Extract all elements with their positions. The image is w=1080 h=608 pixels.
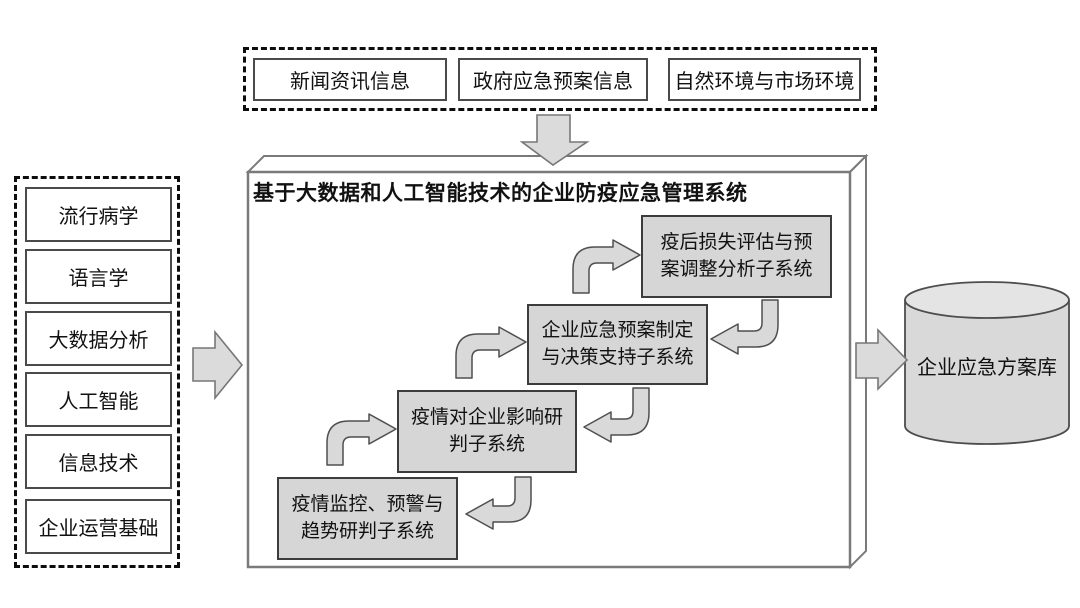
discipline-operations-label: 企业运营基础: [38, 518, 159, 540]
subsystem-plan-label: 企业应急预案制定与决策支持子系统: [541, 319, 694, 368]
step-down-arrow-to-impact: [583, 387, 650, 443]
database-cylinder: [904, 281, 1070, 445]
external-inputs-panel: [243, 47, 877, 111]
step-up-arrow-to-assessment: [572, 239, 641, 294]
input-box-news: 新闻资讯信息: [253, 58, 447, 101]
left-input-right-arrow: [192, 329, 244, 401]
discipline-box-bigdata: 大数据分析: [25, 311, 172, 366]
discipline-epidemiology-label: 流行病学: [58, 206, 139, 228]
input-box-environment: 自然环境与市场环境: [668, 58, 861, 101]
discipline-box-ai: 人工智能: [25, 372, 172, 427]
step-down-arrow-to-monitoring: [465, 476, 532, 530]
discipline-linguistics-label: 语言学: [68, 268, 129, 290]
input-box-news-label: 新闻资讯信息: [290, 71, 410, 93]
input-box-government-plan-label: 政府应急预案信息: [473, 71, 633, 93]
subsystem-impact-box: 疫情对企业影响研判子系统: [397, 390, 577, 473]
subsystem-assessment-box: 疫后损失评估与预案调整分析子系统: [641, 215, 832, 298]
top-input-down-arrow: [519, 114, 590, 166]
database-label: 企业应急方案库: [917, 356, 1057, 379]
subsystem-plan-box: 企业应急预案制定与决策支持子系统: [527, 304, 708, 385]
discipline-bigdata-label: 大数据分析: [48, 330, 149, 352]
discipline-box-epidemiology: 流行病学: [25, 187, 172, 242]
discipline-it-label: 信息技术: [58, 453, 139, 475]
step-up-arrow-to-plan: [455, 326, 527, 379]
step-up-arrow-to-impact: [326, 413, 397, 466]
subsystem-assessment-label: 疫后损失评估与预案调整分析子系统: [660, 231, 813, 280]
discipline-box-it: 信息技术: [25, 434, 172, 489]
discipline-box-operations: 企业运营基础: [25, 499, 172, 554]
subsystem-impact-label: 疫情对企业影响研判子系统: [410, 406, 563, 455]
system-title: 基于大数据和人工智能技术的企业防疫应急管理系统: [253, 182, 748, 205]
step-down-arrow-to-plan: [710, 299, 779, 355]
subsystem-monitoring-box: 疫情监控、预警与趋势研判子系统: [277, 477, 458, 560]
input-box-government-plan: 政府应急预案信息: [458, 58, 648, 101]
discipline-ai-label: 人工智能: [58, 391, 139, 413]
input-box-environment-label: 自然环境与市场环境: [674, 71, 855, 93]
subsystem-monitoring-label: 疫情监控、预警与趋势研判子系统: [291, 493, 444, 542]
knowledge-base-panel: [14, 176, 180, 568]
output-right-arrow: [855, 328, 909, 391]
discipline-box-linguistics: 语言学: [25, 249, 172, 304]
